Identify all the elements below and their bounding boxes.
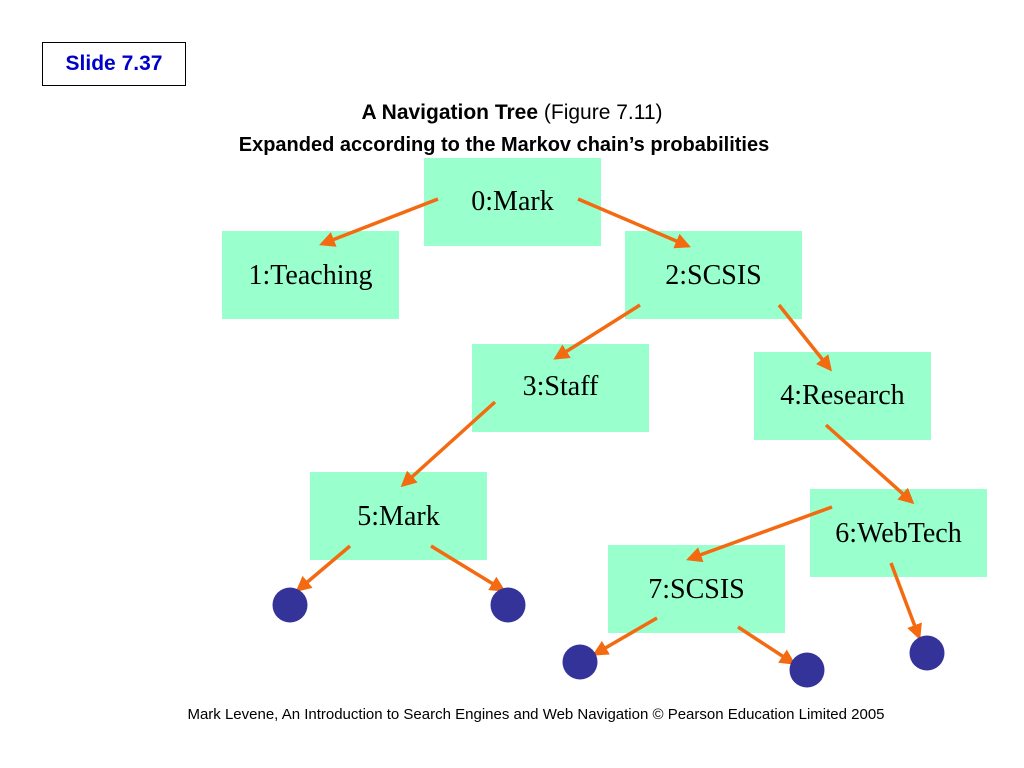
tree-node-7: 7:SCSIS — [608, 545, 785, 633]
tree-node-0: 0:Mark — [424, 158, 601, 246]
leaf-node-5a — [272, 587, 308, 623]
footer-copyright: Mark Levene, An Introduction to Search E… — [187, 706, 885, 723]
title-figure-ref: (Figure 7.11) — [543, 101, 663, 124]
leaf-node-7b — [789, 652, 825, 688]
tree-node-6: 6:WebTech — [810, 489, 987, 577]
tree-node-2: 2:SCSIS — [625, 231, 802, 319]
slide-subtitle: Expanded according to the Markov chain’s… — [238, 134, 770, 156]
slide-title: A Navigation Tree (Figure 7.11) — [0, 101, 1024, 125]
leaf-node-6a — [909, 635, 945, 671]
leaf-node-5b — [490, 587, 526, 623]
tree-node-4: 4:Research — [754, 352, 931, 440]
tree-node-5: 5:Mark — [310, 472, 487, 560]
slide-number-label: Slide 7.37 — [42, 42, 186, 86]
leaf-node-7a — [562, 644, 598, 680]
tree-node-3: 3:Staff — [472, 344, 649, 432]
tree-node-1: 1:Teaching — [222, 231, 399, 319]
title-main: A Navigation Tree — [361, 101, 539, 124]
